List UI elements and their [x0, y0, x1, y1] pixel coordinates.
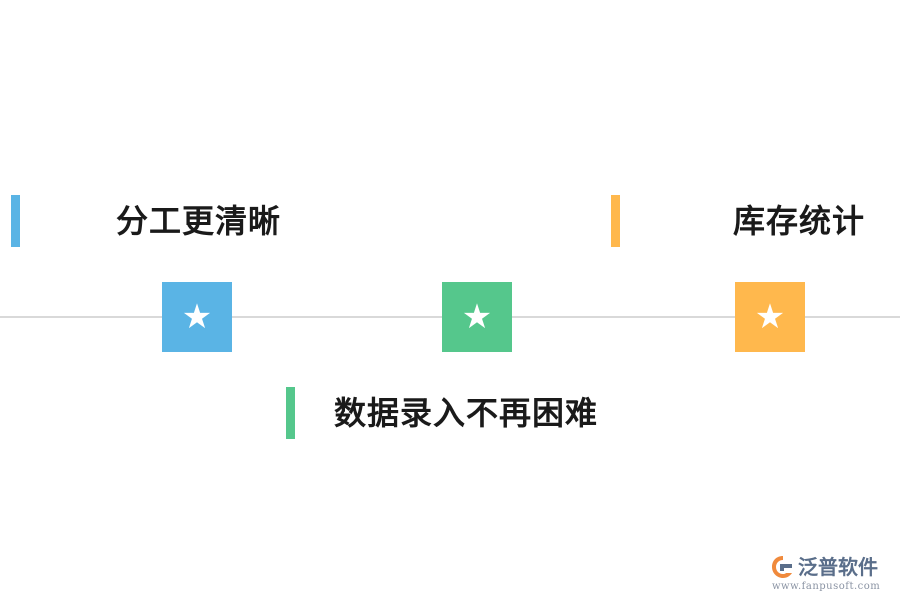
logo-name: 泛普软件 — [798, 555, 878, 579]
brand-logo: 泛普软件 www.fanpusoft.com — [770, 552, 892, 592]
star-box-green: ★ — [442, 282, 512, 352]
feature-label-3: 库存统计 — [733, 202, 866, 240]
accent-bar-green — [286, 387, 295, 439]
star-icon: ★ — [754, 297, 786, 337]
feature-label-1: 分工更清晰 — [116, 202, 282, 240]
logo-mark-icon — [772, 556, 792, 578]
feature-label-2: 数据录入不再困难 — [334, 394, 599, 432]
accent-bar-blue — [11, 195, 20, 247]
star-icon: ★ — [181, 297, 213, 337]
star-icon: ★ — [461, 297, 493, 337]
star-box-blue: ★ — [162, 282, 232, 352]
accent-bar-orange — [611, 195, 620, 247]
logo-url: www.fanpusoft.com — [772, 581, 881, 592]
star-box-orange: ★ — [735, 282, 805, 352]
